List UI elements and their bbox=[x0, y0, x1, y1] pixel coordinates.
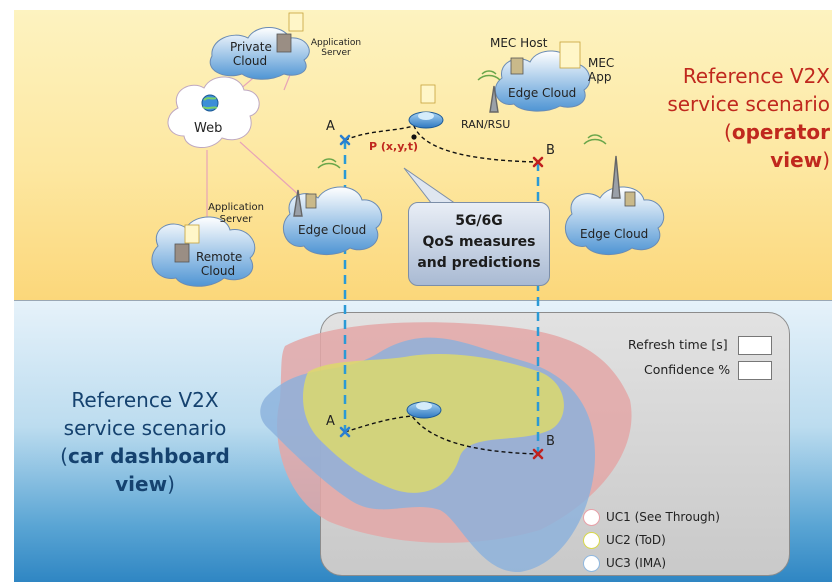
operator-title-bold: operator bbox=[731, 120, 830, 144]
remote-cloud-line1: Remote bbox=[196, 250, 243, 264]
mec-app-label: MEC App bbox=[588, 56, 614, 84]
point-a-label: A bbox=[326, 119, 335, 134]
marker-a-bottom bbox=[339, 426, 351, 438]
operator-title-view: view bbox=[770, 148, 823, 172]
marker-a-top bbox=[339, 134, 351, 146]
markers bbox=[339, 134, 544, 460]
app-server-left-line1: Application bbox=[208, 202, 264, 213]
private-cloud-line1: Private bbox=[230, 40, 272, 54]
car-title-bold: car dashboard bbox=[67, 444, 230, 468]
marker-b-top bbox=[532, 156, 544, 168]
marker-b-bottom bbox=[532, 448, 544, 460]
legend-uc1-swatch bbox=[583, 509, 600, 526]
operator-view-title: Reference V2X service scenario (operator… bbox=[630, 62, 830, 174]
private-cloud-label: Private Cloud bbox=[230, 40, 272, 68]
edge-cloud-left-label: Edge Cloud bbox=[298, 223, 367, 237]
legend-uc2-swatch bbox=[583, 532, 600, 549]
qos-line2: QoS measures bbox=[422, 234, 536, 250]
route-paths bbox=[344, 125, 539, 455]
app-server-top-line1: Application bbox=[310, 38, 362, 48]
server-icons bbox=[174, 33, 636, 263]
car-title-line1: Reference V2X bbox=[71, 388, 219, 412]
qos-bubble-pointer bbox=[403, 167, 458, 205]
qos-predictions-box: 5G/6G QoS measures and predictions bbox=[408, 202, 550, 286]
uc2-coverage-area bbox=[303, 353, 564, 493]
refresh-time-label: Refresh time [s] bbox=[628, 337, 728, 352]
operator-title-line2: service scenario bbox=[667, 92, 830, 116]
confidence-input[interactable] bbox=[738, 361, 772, 380]
app-server-top-label: Application Server bbox=[310, 38, 362, 58]
edge-cloud-top-label: Edge Cloud bbox=[508, 86, 577, 100]
car-icon-top bbox=[408, 111, 444, 129]
web-cloud bbox=[167, 76, 260, 148]
edge-cloud-right bbox=[565, 186, 665, 255]
operator-title-open-paren: ( bbox=[724, 120, 732, 144]
coverage-areas bbox=[260, 322, 632, 573]
qos-line3: and predictions bbox=[417, 255, 541, 271]
remote-cloud-line2: Cloud bbox=[200, 264, 236, 278]
ran-rsu-label: RAN/RSU bbox=[461, 118, 511, 131]
legend-uc3-label: UC3 (IMA) bbox=[606, 556, 667, 570]
car-title-view: view bbox=[115, 472, 168, 496]
car-title-open-paren: ( bbox=[60, 444, 68, 468]
car-title-line2: service scenario bbox=[63, 416, 227, 440]
app-server-left-label: Application Server bbox=[204, 202, 268, 226]
edge-cloud-right-label: Edge Cloud bbox=[580, 227, 649, 241]
antenna-icons bbox=[293, 70, 621, 217]
car-icon-bottom bbox=[406, 401, 442, 419]
mec-app-line2: App bbox=[588, 70, 612, 84]
marker-p bbox=[411, 134, 417, 140]
web-label: Web bbox=[194, 121, 223, 136]
refresh-time-input[interactable] bbox=[738, 336, 772, 355]
panel-divider bbox=[14, 300, 832, 301]
mec-app-line1: MEC bbox=[588, 56, 615, 70]
app-server-left-line2: Server bbox=[219, 214, 253, 225]
app-server-top-line2: Server bbox=[321, 48, 351, 58]
car-dashboard-view-title: Reference V2X service scenario (car dash… bbox=[14, 386, 276, 498]
point-p-label: P (x,y,t) bbox=[369, 140, 418, 153]
qos-line1: 5G/6G bbox=[455, 213, 503, 229]
legend-uc1-label: UC1 (See Through) bbox=[606, 510, 720, 524]
operator-title-close-paren: ) bbox=[822, 148, 830, 172]
legend-uc2-label: UC2 (ToD) bbox=[606, 533, 666, 547]
confidence-label: Confidence % bbox=[644, 362, 731, 377]
dashboard-point-b-label: B bbox=[546, 434, 555, 449]
its-app-document-icons bbox=[184, 12, 581, 244]
private-cloud-line2: Cloud bbox=[232, 54, 268, 68]
dashboard-point-a-label: A bbox=[326, 414, 335, 429]
legend-uc3-swatch bbox=[583, 555, 600, 572]
remote-cloud-label: Remote Cloud bbox=[196, 250, 243, 278]
car-title-close-paren: ) bbox=[167, 472, 175, 496]
point-b-label: B bbox=[546, 143, 555, 158]
mec-host-label: MEC Host bbox=[490, 36, 548, 50]
operator-title-line1: Reference V2X bbox=[682, 64, 830, 88]
